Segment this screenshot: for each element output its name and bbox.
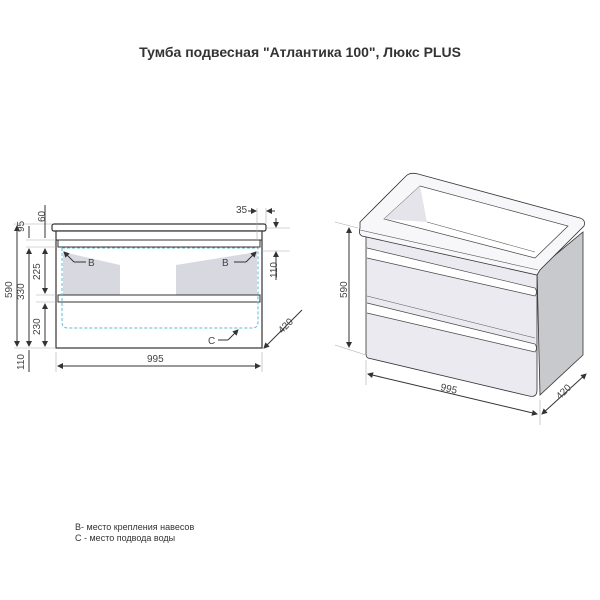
legend-item-b: B- место крепления навесов xyxy=(75,522,195,532)
dim-left-bottom: 110 xyxy=(16,354,27,370)
legend: B- место крепления навесов C - место под… xyxy=(75,522,194,544)
dim-left-drawer2: 230 xyxy=(32,318,43,335)
dim-right-height: 110 xyxy=(269,262,280,278)
dim-front-width: 995 xyxy=(147,354,164,365)
marker-b-right: B xyxy=(222,258,229,269)
dim-left-drawer1: 225 xyxy=(32,263,43,280)
iso-view: 590 995 420 xyxy=(334,172,587,425)
dim-iso-height: 590 xyxy=(339,281,350,298)
marker-c: C xyxy=(208,336,215,347)
dim-iso-width: 995 xyxy=(439,382,458,397)
dim-left-upper: 330 xyxy=(16,283,27,300)
dim-left-sink: 60 xyxy=(37,210,48,222)
dim-iso-depth: 420 xyxy=(554,382,574,402)
front-view: B B C 590 95 330 60 225 230 110 xyxy=(4,205,303,372)
dim-left-total: 590 xyxy=(4,281,15,298)
dim-top-offset: 35 xyxy=(236,205,248,216)
legend-item-c: C - место подвода воды xyxy=(75,533,176,543)
page-title: Тумба подвесная "Атлантика 100", Люкс PL… xyxy=(139,44,461,60)
dim-left-top: 95 xyxy=(16,220,27,232)
marker-b-left: B xyxy=(88,258,95,269)
